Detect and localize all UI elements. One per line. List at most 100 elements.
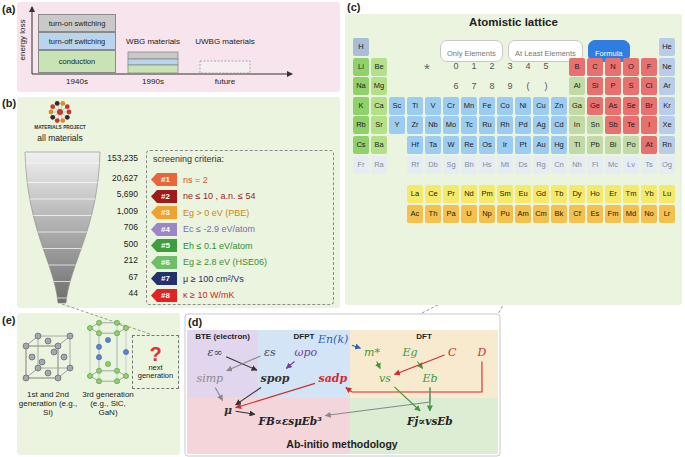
band-heading: BTE (electron) [187,330,258,341]
lattice-atom [96,344,101,349]
quantity: FB∝εsμEb³ [257,413,324,428]
dependency-arrow [394,355,444,374]
element-cell: Rn [659,136,675,154]
quantity: Eg [401,344,420,360]
panel-title: Atomistic lattice [345,14,682,28]
keypad-key: 8 [489,81,494,91]
element-cell: Tl [569,136,585,154]
element-cell: La [407,185,423,203]
criterion-text: Eg ≥ 2.8 eV (HSE06) [183,257,267,267]
si-atom [45,338,51,344]
uwbg-bar [200,61,250,73]
tag-arrow [151,239,177,252]
panel-e-ground [17,313,180,455]
criterion-text: Eg > 0 eV (PBE) [183,208,249,218]
element-cell: N [605,58,621,76]
element-cell: Db [425,156,441,174]
quantity: m* [362,344,382,360]
quantity-symbol: εs [264,346,276,359]
wbg-bar [128,59,178,65]
element-cell: Zr [407,116,423,134]
panel-d-frame [185,314,500,456]
panel-title: Ab-initio methodology [286,438,397,450]
element-cell: H [353,38,369,56]
dependency-arrow [236,383,315,407]
keypad-key: ( [527,81,530,91]
quantity-symbol: Eb [423,372,438,385]
element-cell: K [353,97,369,115]
logo-dot [55,118,60,123]
quantity-symbol: D [478,346,487,359]
si-atom [23,375,29,381]
element-cell: Au [533,136,549,154]
count-value: 44 [129,289,138,299]
element-cell: Th [425,205,441,223]
quantity-symbol: spop [261,372,290,385]
element-cell: Ho [587,185,603,203]
element-cell: Sg [443,156,459,174]
element-cell: Te [623,116,639,134]
count-value: 500 [124,240,138,250]
element-cell: Bk [551,205,567,223]
criterion-tag: #3Eg > 0 eV (PBE) [151,206,249,219]
element-cell: At [641,136,657,154]
element-cell: Sc [389,97,405,115]
keypad-key: 4 [525,61,530,71]
element-cell: Ni [515,97,531,115]
element-cell: Rg [533,156,549,174]
lattice-atom [96,368,101,373]
element-cell: Zn [551,97,567,115]
element-cell: Rh [497,116,513,134]
element-cell: C [587,58,603,76]
bar-label: turn-on switching [49,19,106,28]
axis-label: energy loss [18,20,27,61]
cell-edge [26,346,27,378]
element-cell: Fe [479,97,495,115]
si-lattice [23,333,73,381]
panel-label: (c) [347,1,360,14]
funnel-level [15,215,110,216]
lattice-atom [87,373,92,378]
element-cell: Gd [533,185,549,203]
element-cell: Sn [587,116,603,134]
element-cell: Pu [497,205,513,223]
quantity-symbol: ε∞ [208,346,223,359]
lattice-atom [87,325,92,330]
element-cell: Pr [443,185,459,203]
element-cell: Fl [587,156,603,174]
tag-arrow [151,223,177,236]
cell-edge [117,323,118,371]
element-cell: Bi [605,136,621,154]
tag-number: #8 [151,289,177,302]
element-cell: Er [605,185,621,203]
element-cell: Ne [659,58,675,76]
element-cell: Ag [533,116,549,134]
quantity-symbol: ωpo [295,346,318,359]
logo-dot [60,101,65,106]
si-atom [45,370,51,376]
criterion-tag: #8κ ≥ 10 W/mK [151,289,234,302]
lattice-atom [123,325,128,330]
element-cell: Hg [551,136,567,154]
quantity-symbol: Fj∝vsEb [407,415,453,427]
dependency-arrow [346,362,482,393]
generation-caption: 1st and 2nd generation (e.g., Si) [16,390,80,418]
funnel-level [15,298,110,299]
element-cell: Hf [407,136,423,154]
element-cell: Br [641,97,657,115]
lattice-atom [105,361,110,366]
element-cell: Lu [659,185,675,203]
bte-region [187,330,258,398]
cell-edge [26,378,58,379]
criterion-text: μ ≥ 100 cm²/Vs [183,274,244,284]
si-atom [29,354,35,360]
wbg-bar [128,65,178,73]
funnel-level [15,199,110,200]
quantity-symbol: En(k) [318,333,348,346]
element-cell: Cm [533,205,549,223]
quantity: Fj∝vsEb [405,413,455,428]
criterion-text: ne ≤ 10 , a.n. ≤ 54 [183,191,255,201]
element-cell: Cd [551,116,567,134]
quantity: ωpo [293,344,320,360]
